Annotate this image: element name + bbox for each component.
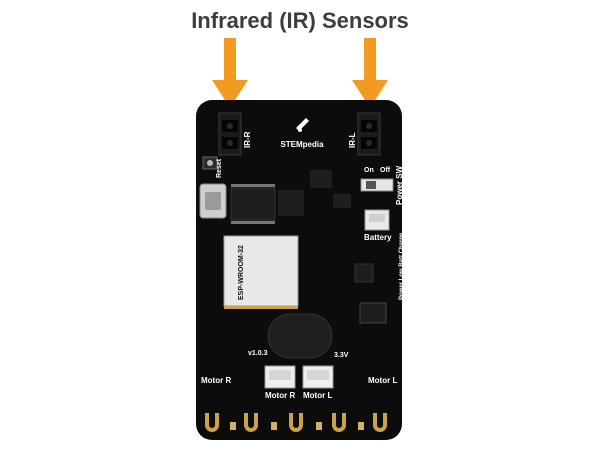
edge-connector-pads [205,413,387,432]
version-label: v1.0.3 [248,350,268,357]
ir-sensor-left [357,112,381,156]
brand-label: STEMpedia [280,140,324,149]
power-switch [360,178,394,192]
power-status-label: Power Low Batt Charge [399,232,405,300]
buzzer [267,313,333,359]
motor-r-side-label: Motor R [201,376,231,385]
arrow-left-icon [212,38,248,108]
off-label: Off [380,167,391,174]
motor-l-bottom-label: Motor L [303,391,332,400]
voltage-label: 3.3V [334,352,349,359]
power-sw-label: Power SW [395,165,404,205]
ir-r-label: IR-R [243,131,252,148]
esp-module [223,235,299,307]
battery-label: Battery [364,233,392,242]
infrared-sensors-heading: Infrared (IR) Sensors [191,8,409,33]
arrow-right-icon [352,38,388,108]
module-label: ESP-WROOM-32 [238,245,245,300]
ir-l-label: IR-L [348,132,357,148]
on-label: On [364,167,374,174]
motor-r-bottom-label: Motor R [265,391,295,400]
rocket-logo-icon [296,118,309,132]
reset-label: Reset [216,158,223,178]
ir-sensor-right [218,112,242,156]
motor-l-side-label: Motor L [368,376,397,385]
